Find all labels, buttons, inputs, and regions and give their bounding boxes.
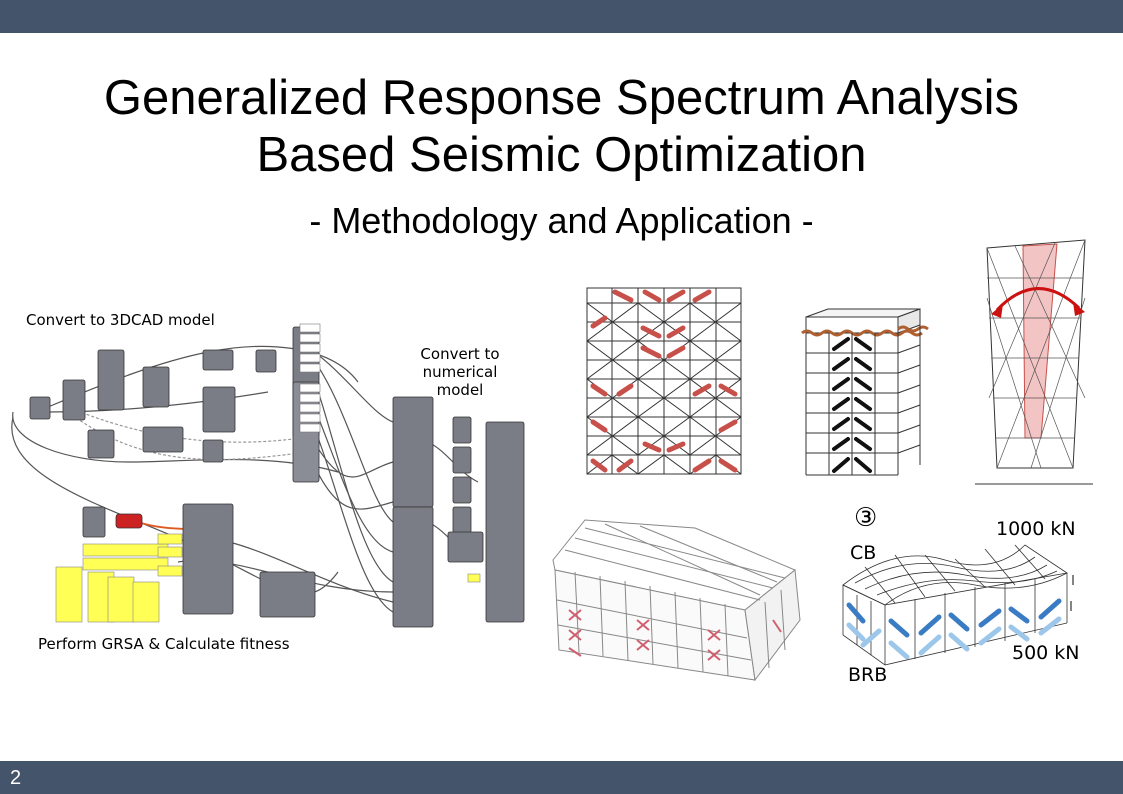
node-graph-figure [11,323,525,628]
roof-figure-marker: ③ [854,503,878,533]
label-convert-numerical-line2: numerical model [422,363,498,399]
hall-figure [552,519,801,682]
top-bar [0,0,1123,33]
label-convert-3dcad: Convert to 3DCAD model [26,311,215,329]
tower-figure [975,239,1093,485]
title-line-1: Generalized Response Spectrum Analysis [103,71,1020,125]
frame-figure-red-braces [586,287,742,475]
slide-title: Generalized Response Spectrum Analysis B… [0,70,1123,184]
roof-cb-label: CB [850,542,877,564]
frame-figure-black-braces [801,308,929,476]
roof-brb-label: BRB [848,664,888,686]
bottom-bar: 2 [0,761,1123,794]
roof-figure [842,544,1074,666]
roof-load-bottom: 500 kN [1012,642,1080,664]
label-perform-grsa: Perform GRSA & Calculate fitness [38,635,290,653]
label-convert-numerical: Convert to numerical model [400,345,520,399]
label-convert-numerical-line1: Convert to [420,345,500,363]
roof-load-top: 1000 kN [996,518,1076,540]
slide-subtitle: - Methodology and Application - [309,200,814,241]
page-number: 2 [10,767,22,789]
title-line-2: Based Seismic Optimization [256,128,867,182]
